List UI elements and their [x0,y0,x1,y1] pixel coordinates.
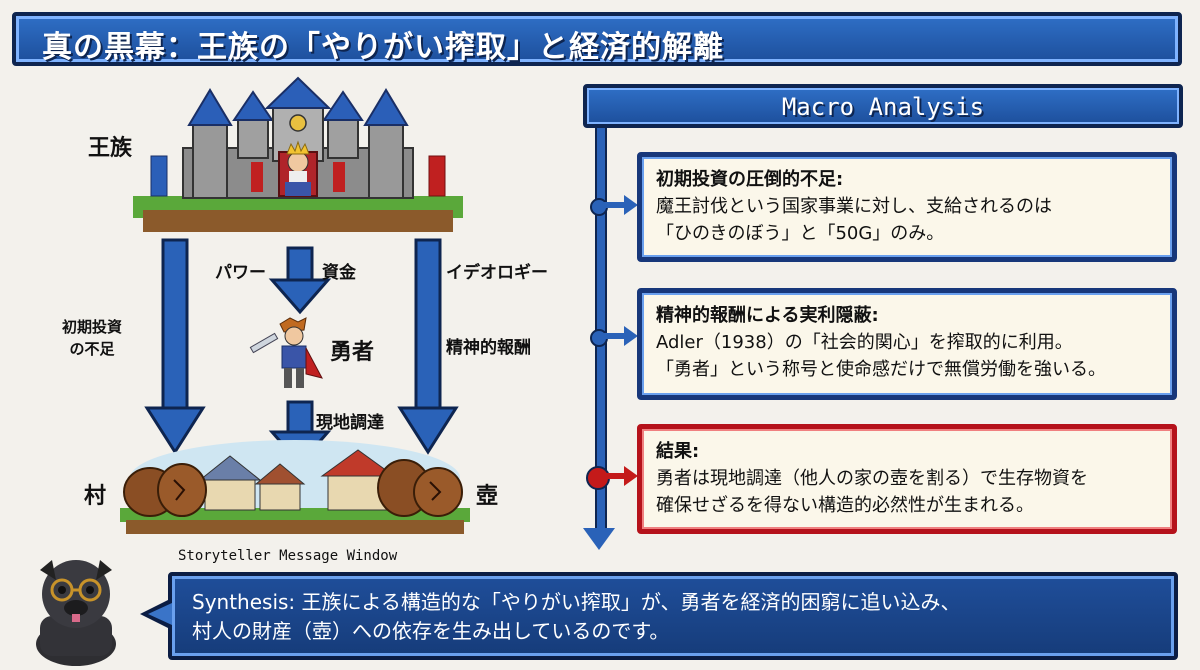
analysis-box-body: Adler（1938）の「社会的関心」を搾取的に利用。 「勇者」という称号と使命… [656,332,1106,380]
timeline-arrow [583,528,615,550]
connector-2 [604,333,626,339]
analysis-box-title: 初期投資の圧倒的不足: [656,169,844,190]
left-arrow [144,238,206,455]
underinvest-label: 初期投資 の不足 [62,318,123,358]
village-label: 村 [84,484,107,509]
connector-1 [604,202,626,208]
funds-label: 資金 [322,263,356,283]
analysis-box-spiritual-reward: 精神的報酬による実利隠蔽: Adler（1938）の「社会的関心」を搾取的に利用… [637,288,1177,400]
connector-2-head [624,326,638,346]
castle-illustration [133,76,463,232]
spiritual-reward-label: 精神的報酬 [446,338,531,358]
macro-analysis-title: Macro Analysis [781,93,985,121]
local-procurement-label: 現地調達 [316,413,384,433]
analysis-box-title: 精神的報酬による実利隠蔽: [656,305,879,326]
macro-analysis-header: Macro Analysis [583,84,1183,128]
analysis-box-body: 魔王討伐という国家事業に対し、支給されるのは 「ひのきのぼう」と「50G」のみ。 [656,196,1052,244]
analysis-box-result: 結果: 勇者は現地調達（他人の家の壺を割る）で生存物資を 確保せざるを得ない構造… [637,424,1177,534]
connector-1-head [624,195,638,215]
analysis-box-initial-investment: 初期投資の圧倒的不足: 魔王討伐という国家事業に対し、支給されるのは 「ひのきの… [637,152,1177,262]
pug-avatar [36,560,116,666]
connector-3-head [624,466,638,486]
analysis-box-title: 結果: [656,441,700,462]
village-illustration [120,440,470,534]
right-arrow [397,238,459,455]
page-title: 真の黒幕：王族の「やりがい搾取」と経済的解離 [42,30,724,65]
connector-3 [606,473,626,479]
ideology-label: イデオロギー [446,263,548,283]
power-label: パワー [215,263,266,283]
storyteller-caption: Storyteller Message Window [178,548,398,564]
storyteller-message: Synthesis: 王族による構造的な「やりがい搾取」が、勇者を経済的困窮に追… [192,590,961,643]
pot-label: 壺 [476,484,499,509]
speech-tail-inner [148,603,172,625]
hero-sprite [249,317,323,388]
storyteller-message-window: Synthesis: 王族による構造的な「やりがい搾取」が、勇者を経済的困窮に追… [168,572,1178,660]
hero-label: 勇者 [330,340,375,365]
royalty-label: 王族 [88,136,133,161]
analysis-box-body: 勇者は現地調達（他人の家の壺を割る）で生存物資を 確保せざるを得ない構造的必然性… [656,468,1088,516]
center-top-arrow [268,246,332,315]
title-banner: 真の黒幕：王族の「やりがい搾取」と経済的解離 [12,12,1182,66]
